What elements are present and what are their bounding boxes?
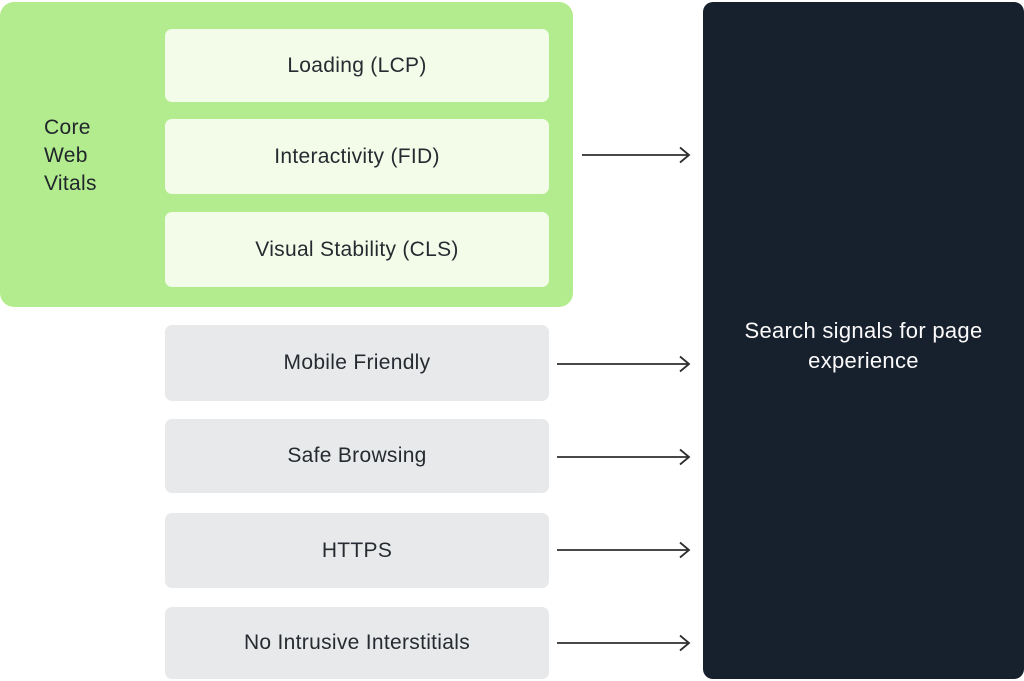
signal-https-label: HTTPS bbox=[321, 538, 393, 562]
cwv-item-loading: Loading (LCP) bbox=[165, 29, 549, 102]
arrow-icon-https bbox=[557, 541, 691, 559]
signal-mobile-friendly-label: Mobile Friendly bbox=[283, 351, 431, 374]
arrow-icon-safe-browsing bbox=[557, 448, 691, 466]
signal-no-intrusive-interstitials-label: No Intrusive Interstitials bbox=[243, 631, 471, 654]
search-signals-panel: Search signals for page experience bbox=[703, 2, 1024, 679]
arrow-icon-no-intrusive-interstitials bbox=[557, 634, 691, 652]
core-web-vitals-group-label: Core Web Vitals bbox=[44, 116, 97, 195]
cwv-item-visual-stability: Visual Stability (CLS) bbox=[165, 212, 549, 287]
core-web-vitals-group: Core Web Vitals Loading (LCP) Interactiv… bbox=[0, 2, 573, 307]
signal-https: HTTPS bbox=[165, 513, 549, 588]
signal-mobile-friendly: Mobile Friendly bbox=[165, 325, 549, 401]
cwv-item-interactivity-label: Interactivity (FID) bbox=[274, 144, 440, 168]
signal-safe-browsing-label: Safe Browsing bbox=[287, 444, 427, 467]
cwv-item-visual-stability-label: Visual Stability (CLS) bbox=[255, 237, 459, 261]
search-signals-panel-label: Search signals for page experience bbox=[744, 318, 983, 373]
arrow-icon-mobile-friendly bbox=[557, 355, 691, 373]
cwv-item-interactivity: Interactivity (FID) bbox=[165, 119, 549, 194]
cwv-item-loading-label: Loading (LCP) bbox=[287, 53, 427, 77]
signal-no-intrusive-interstitials: No Intrusive Interstitials bbox=[165, 607, 549, 679]
arrow-icon-core-web-vitals bbox=[582, 146, 691, 164]
signal-safe-browsing: Safe Browsing bbox=[165, 419, 549, 493]
